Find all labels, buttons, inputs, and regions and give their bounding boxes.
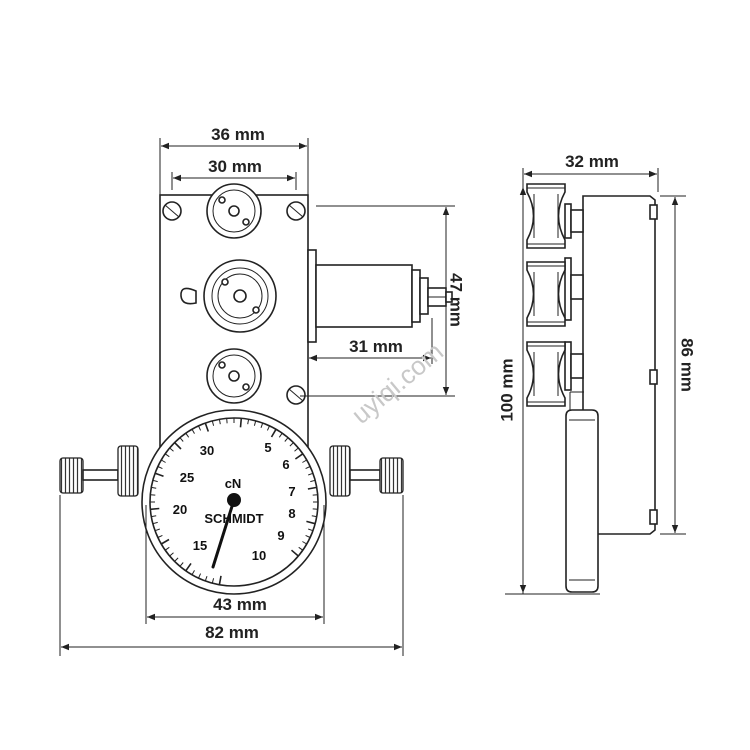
dial-tick [191,429,195,434]
dial-number-5: 5 [264,440,271,455]
screw-top-right [286,201,306,221]
dial-tick [270,428,277,438]
dial-tick [310,479,316,483]
dim-label-86: 86 mm [678,338,697,392]
side-axles [564,203,584,391]
dial-tick [164,546,170,551]
dial-tick [284,437,289,442]
side-dial-housing [565,409,599,593]
dim-label-32: 32 mm [565,152,619,171]
dial-tick [302,459,307,463]
dial-tick [191,570,195,575]
side-roller-1 [526,183,566,249]
dial-tick [290,549,299,557]
dim-label-30: 30 mm [208,157,262,176]
dial-unit: cN [225,476,242,491]
dial-brand: SCHMIDT [204,511,263,526]
dial-tick [169,552,174,557]
dial-tick [311,515,317,518]
dial-tick [218,575,222,585]
dial-tick [302,541,307,545]
side-rollers [526,183,566,407]
dim-label-43: 43 mm [213,595,267,614]
dial-tick [157,466,163,470]
dial-tick [151,515,157,518]
dial-tick [204,422,210,432]
side-roller-3 [526,341,566,407]
dial-number-10: 10 [252,548,266,563]
dial-tick [150,507,160,511]
dim-label-47: 47 mm [447,273,466,327]
dial-tick [152,479,158,483]
dial-tick [305,534,311,538]
dial-tick [204,576,208,582]
side-view: 32 mm 100 mm 86 mm [497,152,697,595]
dial-tick [239,418,243,428]
dial-ticks [150,418,318,585]
dial-tick [169,447,174,452]
dial-tick [185,562,192,572]
screw-bottom-right [286,385,306,405]
dim-label-36: 36 mm [211,125,265,144]
side-shaft [307,249,453,343]
dial-tick [305,466,311,470]
dial-tick [247,419,250,425]
dial-needle [211,498,236,569]
dial-tick [152,521,158,525]
dial-tick [154,472,164,478]
dial-gauge: 30 25 20 15 10 9 8 7 6 5 cN SCHMIDT [141,409,327,595]
dial-tick [260,422,264,428]
lever-arm [180,287,197,305]
dial-tick [278,432,283,438]
dial-tick [307,486,317,490]
dial-number-9: 9 [277,528,284,543]
dial-tick [157,534,163,538]
dim-label-100: 100 mm [497,358,516,421]
dial-number-7: 7 [288,484,295,499]
dial-tick [253,420,257,426]
dial-number-30: 30 [200,443,214,458]
dial-tick [185,432,190,438]
dial-tick [294,447,299,452]
dial-hub [227,493,241,507]
dial-tick [164,453,170,458]
dial-tick [308,528,314,532]
dial-tick [174,442,182,450]
dial-tick [160,538,170,545]
dim-label-31: 31 mm [349,337,403,356]
dial-tick [179,562,184,567]
dial-tick [308,472,314,476]
front-view: 30 25 20 15 10 9 8 7 6 5 cN SCHMIDT 36 m… [59,125,466,656]
knob-right [329,445,404,497]
dial-tick [218,419,221,425]
knob-left [59,445,139,497]
dial-number-6: 6 [282,457,289,472]
dial-tick [211,578,215,584]
dial-tick [266,425,270,431]
dial-number-15: 15 [193,538,207,553]
side-roller-2 [526,261,566,327]
dial-tick [294,453,304,460]
dial-tick [179,437,184,442]
dial-tick [151,486,157,489]
dial-tick [198,425,202,431]
dial-tick [211,420,215,426]
dial-number-8: 8 [288,506,295,521]
dial-tick [289,442,294,447]
dial-number-20: 20 [173,502,187,517]
dial-tick [154,528,160,532]
dial-number-25: 25 [180,470,194,485]
guide-roller-top [206,183,262,239]
dial-tick [198,573,202,579]
dial-tick [306,520,316,525]
screw-top-left [162,201,182,221]
dial-tick [161,459,166,463]
guide-roller-middle [203,259,277,333]
dim-label-82: 82 mm [205,623,259,642]
dial-tick [174,557,179,562]
guide-roller-bottom [206,348,262,404]
dial-tick [298,546,304,551]
